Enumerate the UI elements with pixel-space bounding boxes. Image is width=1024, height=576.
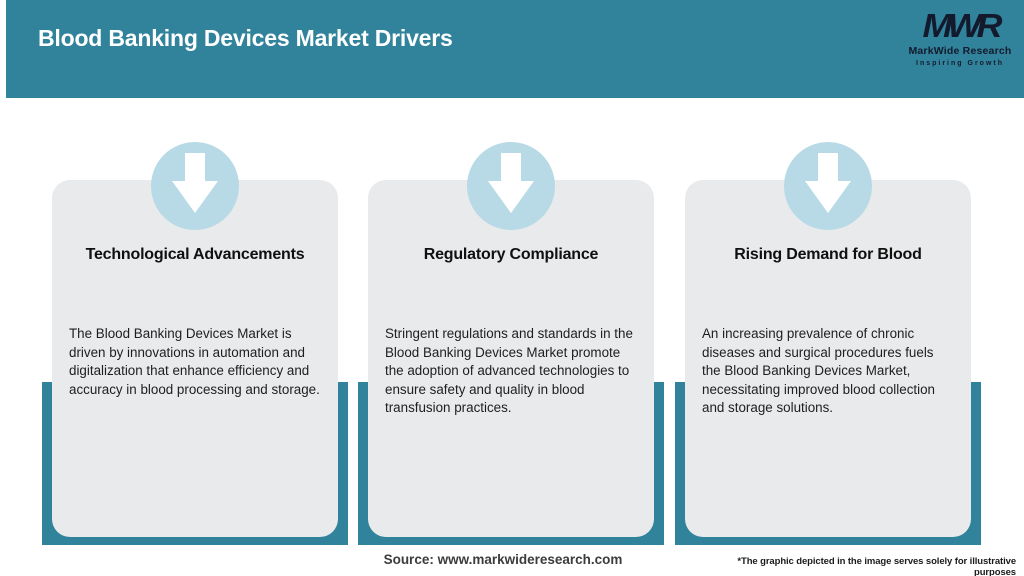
header-band: Blood Banking Devices Market Drivers MWR… (6, 0, 1024, 98)
driver-card-regulatory-compliance: Regulatory Compliance Stringent regulati… (368, 142, 654, 537)
logo-name: MarkWide Research (908, 45, 1012, 57)
card-body-text: The Blood Banking Devices Market is driv… (69, 326, 320, 397)
disclaimer-text: *The graphic depicted in the image serve… (737, 556, 1016, 576)
card-title: Regulatory Compliance (423, 246, 599, 263)
page-title: Blood Banking Devices Market Drivers (38, 25, 453, 51)
card-body-text: An increasing prevalence of chronic dise… (702, 326, 935, 416)
arrow-down-icon (784, 142, 872, 230)
logo-tagline: Inspiring Growth (916, 59, 1004, 67)
logo-monogram: MWR (922, 6, 1003, 45)
arrow-down-icon (467, 142, 555, 230)
source-text: Source: www.markwideresearch.com (383, 552, 623, 567)
card-body-text: Stringent regulations and standards in t… (385, 326, 633, 416)
arrow-down-icon (151, 142, 239, 230)
driver-card-rising-demand-for-blood: Rising Demand for Blood An increasing pr… (685, 142, 971, 537)
markwide-research-logo: MWR MarkWide Research Inspiring Growth (908, 8, 1012, 67)
driver-card-technological-advancements: Technological Advancements The Blood Ban… (52, 142, 338, 537)
card-title: Technological Advancements (85, 246, 305, 263)
card-title: Rising Demand for Blood (734, 246, 922, 263)
